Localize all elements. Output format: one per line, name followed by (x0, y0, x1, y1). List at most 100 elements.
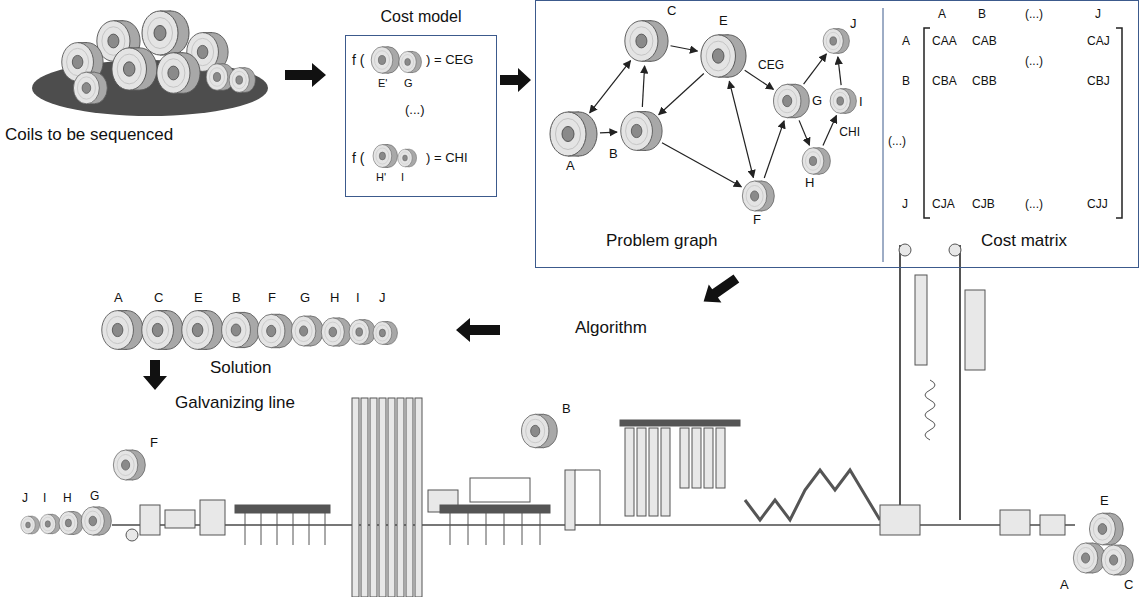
text-label: B (902, 75, 910, 89)
coil-node: I (829, 87, 857, 115)
text-label: A (938, 8, 946, 22)
edge-cost-label: CEG (756, 59, 786, 72)
edge-cost-label: CHI (837, 126, 862, 139)
coil-shape (619, 109, 663, 153)
text-label: CAJ (1087, 35, 1110, 49)
graph-arrow (799, 120, 809, 145)
coil-pile (32, 11, 268, 116)
graph-arrow (838, 57, 841, 85)
coil-shape (829, 87, 857, 115)
graph-arrow (823, 116, 836, 146)
coil-node: F (741, 179, 775, 213)
text-label: CAB (972, 35, 997, 49)
graph-arrow (659, 74, 704, 115)
coil-letter: G (812, 94, 822, 109)
text-label: CBJ (1087, 75, 1110, 89)
graph-arrow (745, 70, 774, 89)
graph-arrow (671, 46, 698, 51)
coil-node: H (801, 146, 831, 176)
text-label: CAA (932, 35, 957, 49)
text-label: CJA (932, 198, 955, 212)
text-label: C (154, 291, 163, 306)
text-label: J (1095, 8, 1101, 22)
coil-shape (623, 18, 669, 64)
text-label: Galvanizing line (175, 393, 295, 413)
text-label: (...) (1025, 8, 1043, 22)
text-label: F (268, 291, 276, 306)
text-label: B (978, 8, 986, 22)
text-label: (...) (405, 103, 425, 118)
graph-arrow (764, 121, 784, 178)
text-label: I (356, 291, 360, 306)
text-label: H (330, 291, 339, 306)
solution-coils (102, 311, 398, 350)
matrix-brackets (883, 8, 1122, 262)
line-coils (21, 414, 1134, 575)
text-label: H' (376, 171, 386, 184)
block-arrows (143, 63, 743, 390)
text-label: A (902, 35, 910, 49)
text-label: E' (378, 77, 387, 90)
text-label: G (300, 291, 310, 306)
coil-letter: A (566, 159, 575, 174)
coil-letter: F (753, 213, 761, 228)
text-label: A (114, 291, 123, 306)
graph-arrow (600, 131, 617, 133)
text-label: ) = CEG (426, 53, 473, 68)
text-label: I (43, 492, 46, 506)
text-label: CBB (972, 75, 997, 89)
graph-arrow (590, 61, 631, 113)
coil-shape (699, 32, 747, 80)
coil-shape (772, 82, 810, 120)
galvanizing-line (112, 244, 1075, 597)
coil-letter: H (805, 176, 814, 191)
coil-letter: I (859, 95, 863, 110)
text-label: F (150, 436, 158, 451)
text-label: CBA (932, 75, 957, 89)
text-label: B (562, 402, 571, 417)
text-label: G (90, 490, 99, 504)
text-label: B (232, 291, 241, 306)
graph-arrow (642, 66, 644, 107)
text-label: (...) (1025, 55, 1043, 69)
text-label: J (902, 198, 908, 212)
text-label: Coils to be sequenced (5, 125, 173, 145)
text-label: f ( (352, 150, 364, 166)
graph-arrow (662, 143, 741, 187)
graph-arrow (729, 81, 753, 177)
coil-node: E (699, 32, 747, 80)
coil-letter: B (609, 147, 618, 162)
text-label: C (1124, 578, 1133, 593)
coil-letter: J (850, 17, 857, 32)
text-label: CJB (972, 198, 995, 212)
coil-node: J (822, 27, 850, 55)
coil-node: A (548, 109, 598, 159)
coil-node: C (623, 18, 669, 64)
coil-shape (822, 27, 850, 55)
text-label: CJJ (1087, 198, 1108, 212)
text-label: f ( (352, 52, 364, 68)
panel-title: Problem graph (606, 231, 718, 251)
coil-letter: E (719, 14, 728, 29)
text-label: H (63, 492, 72, 506)
panel-title: Cost model (346, 8, 496, 26)
panel-title: Cost matrix (981, 231, 1067, 251)
coil-shape (801, 146, 831, 176)
text-label: Algorithm (575, 318, 647, 338)
text-label: (...) (1025, 198, 1043, 212)
text-label: J (379, 291, 386, 306)
text-label: E (194, 291, 203, 306)
text-label: A (1060, 578, 1069, 593)
coil-shape (741, 179, 775, 213)
text-label: (...) (888, 135, 906, 149)
coil-node: B (619, 109, 663, 153)
text-label: Solution (210, 358, 271, 378)
text-label: G (404, 77, 413, 90)
graph-arrow (804, 54, 827, 84)
coil-node: G (772, 82, 810, 120)
text-label: E (1100, 494, 1109, 509)
coil-shape (548, 109, 598, 159)
text-label: ) = CHI (426, 151, 468, 166)
